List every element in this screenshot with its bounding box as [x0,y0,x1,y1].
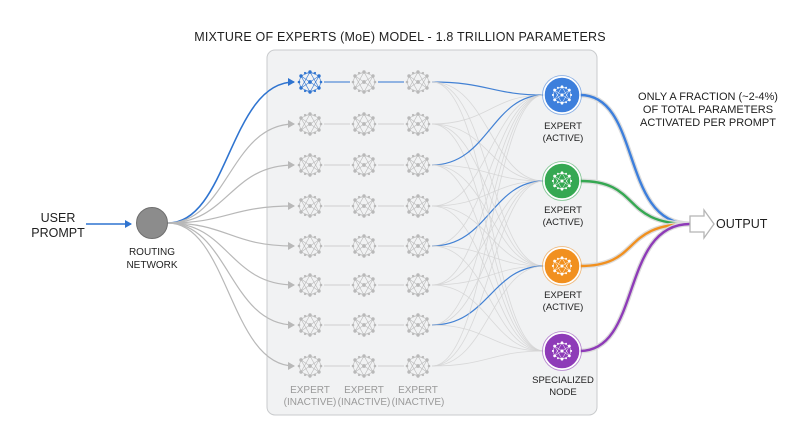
active-label-3-line-2: (ACTIVE) [542,301,584,313]
output-line [579,222,691,268]
routing-node-icon [136,207,168,239]
fanout-line [431,94,545,125]
fanout-line [431,284,545,352]
fanout-line [431,265,545,286]
fanout-lines [431,81,545,367]
active-expert-label-1: EXPERT (ACTIVE) [528,121,598,144]
inactive-label-3-line-1: EXPERT [398,385,438,396]
fanout-line-highlight [431,81,545,96]
fanout-line [431,94,545,367]
router-line [167,222,295,289]
fanout-line [431,94,545,326]
active-expert-icon [542,331,582,371]
output-label: OUTPUT [716,217,768,231]
router-line [167,202,295,224]
user-prompt-line-2: PROMPT [31,226,85,240]
routing-network-label: ROUTING NETWORK [117,247,187,272]
inactive-label-1-line-2: (INACTIVE) [283,397,337,408]
fanout-line [431,94,545,207]
fanout-line [431,81,545,267]
user-prompt-line-1: USER [40,211,76,225]
inactive-column-label-3: EXPERT (INACTIVE) [390,385,446,409]
active-expert-icon [542,246,582,286]
fanout-line [431,94,545,247]
router-line [167,222,295,329]
router-line [167,161,295,224]
fanout-line [431,164,545,182]
active-label-2-line-2: (ACTIVE) [542,216,584,228]
fanout-line-highlight [431,265,545,326]
fanout-line [431,245,545,267]
inactive-label-1-line-1: EXPERT [290,385,330,396]
active-expert-icon [542,161,582,201]
router-line-highlight [167,78,295,224]
fanout-line [431,205,545,267]
inactive-label-2-line-1: EXPERT [344,385,384,396]
active-label-2-line-1: EXPERT [544,205,582,216]
router-line [167,222,295,370]
output-lines [579,92,691,354]
active-label-1-line-1: EXPERT [544,121,582,132]
output-line [579,179,691,226]
active-label-1-line-2: (ACTIVE) [542,132,584,144]
router-to-expert-lines [167,78,404,370]
inactive-label-2-line-2: (INACTIVE) [337,397,391,408]
fanout-line [431,180,545,367]
fanout-line [431,180,545,326]
activation-note: ONLY A FRACTION (~2-4%) OF TOTAL PARAMET… [628,91,788,130]
specialized-label-line-2: NODE [549,386,577,398]
router-line [167,120,295,224]
fanout-line [431,245,545,352]
fanout-line [431,94,545,286]
fanout-line [431,324,545,352]
diagram-title: MIXTURE OF EXPERTS (MoE) MODEL - 1.8 TRI… [194,30,606,44]
output-line [579,93,691,226]
note-line-3: ACTIVATED PER PROMPT [640,117,776,129]
active-expert-nodes [542,75,582,371]
fanout-line [431,164,545,267]
router-line [167,222,295,250]
active-expert-label-2: EXPERT (ACTIVE) [528,205,598,228]
routing-network-line-1: ROUTING [128,247,176,258]
fanout-line [431,81,545,182]
fanout-line-highlight [431,94,545,166]
specialized-node-label: SPECIALIZED NODE [523,375,603,398]
fanout-line [431,81,545,352]
routing-network-line-2: NETWORK [126,259,178,271]
active-label-3-line-1: EXPERT [544,290,582,301]
fanout-line [431,265,545,367]
fanout-line [431,205,545,352]
fanout-line [431,123,545,182]
note-line-1: ONLY A FRACTION (~2-4%) [638,91,778,103]
note-line-2: OF TOTAL PARAMETERS [642,104,774,116]
inactive-label-3-line-2: (INACTIVE) [391,397,445,408]
active-expert-icon [542,75,582,115]
inactive-column-label-2: EXPERT (INACTIVE) [336,385,392,409]
fanout-line [431,180,545,286]
user-prompt-label: USER PROMPT [28,211,88,241]
active-expert-label-3: EXPERT (ACTIVE) [528,290,598,313]
arrow-right-icon [689,207,715,241]
specialized-label-line-1: SPECIALIZED [532,375,594,386]
fanout-line [431,180,545,207]
fanout-line [431,123,545,267]
output-line [579,222,691,353]
fanout-line [431,123,545,352]
inactive-column-label-1: EXPERT (INACTIVE) [282,385,338,409]
fanout-line [431,164,545,352]
fanout-line [431,350,545,367]
fanout-line-highlight [431,180,545,247]
experts-panel [266,49,598,416]
